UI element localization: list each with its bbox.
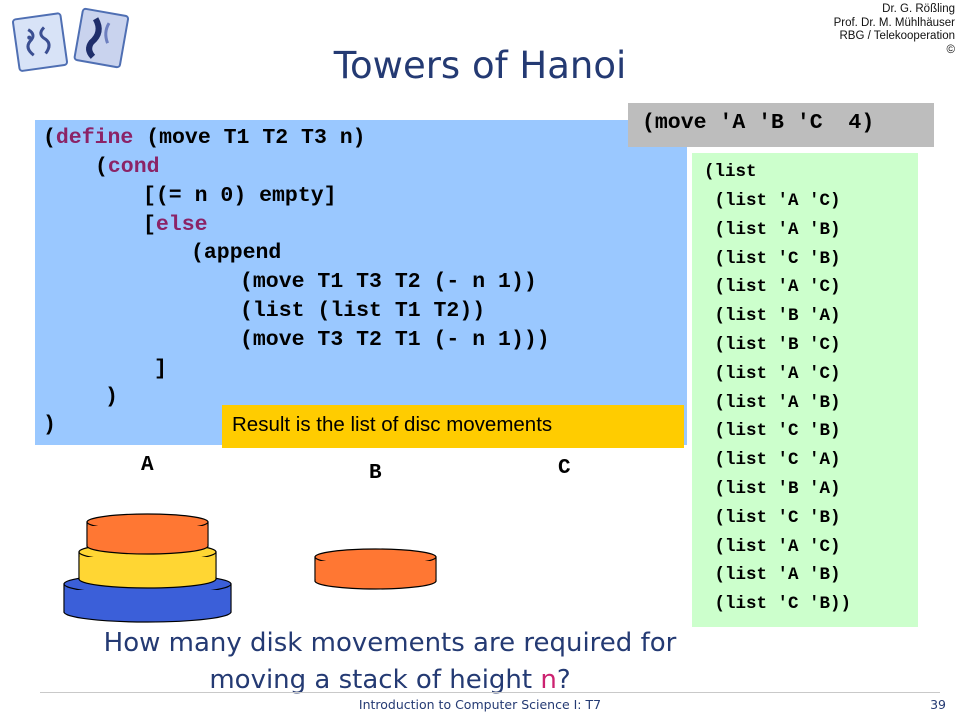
keyword-else: else bbox=[155, 213, 208, 237]
footer-course: Introduction to Computer Science I: T7 bbox=[358, 697, 602, 712]
peg-label-c: C bbox=[558, 457, 571, 480]
code-line-3: [(= n 0) empty] bbox=[143, 184, 337, 208]
result-line: (list 'A 'C) bbox=[704, 277, 841, 297]
code-line-2: (cond bbox=[95, 155, 160, 179]
result-line: (list 'A 'B) bbox=[704, 393, 841, 413]
author-1: Dr. G. Rößling bbox=[882, 3, 955, 15]
result-line: (list 'C 'B) bbox=[704, 421, 841, 441]
peg-label-a: A bbox=[141, 454, 154, 477]
code-listing: (define (move T1 T2 T3 n) (cond [(= n 0)… bbox=[35, 120, 687, 445]
result-line: (list 'C 'B) bbox=[704, 249, 841, 269]
result-note-text: Result is the list of disc movements bbox=[232, 413, 553, 436]
code-line-7: (list (list T1 T2)) bbox=[240, 299, 486, 323]
copyright: © bbox=[946, 43, 955, 56]
code-line-9: ] bbox=[154, 357, 167, 381]
code-line-4: [else bbox=[143, 213, 208, 237]
result-line: (list 'A 'C) bbox=[704, 537, 841, 557]
result-line: (list 'A 'B) bbox=[704, 565, 841, 585]
result-list-box: (list (list 'A 'C) (list 'A 'B) (list 'C… bbox=[692, 153, 918, 627]
code-line-5: (append bbox=[191, 241, 282, 265]
page-number: 39 bbox=[930, 697, 946, 712]
peg-label-b: B bbox=[369, 462, 382, 485]
disc-small-b bbox=[314, 548, 437, 590]
question-line-2: moving a stack of height n? bbox=[209, 665, 571, 695]
result-line: (list bbox=[704, 162, 757, 182]
function-call-text: (move 'A 'B 'C 4) bbox=[642, 111, 875, 135]
question-line-1: How many disk movements are required for bbox=[103, 628, 677, 658]
keyword-cond: cond bbox=[107, 155, 160, 179]
result-line: (list 'C 'B) bbox=[704, 508, 841, 528]
result-line: (list 'C 'A) bbox=[704, 450, 841, 470]
result-line: (list 'A 'C) bbox=[704, 364, 841, 384]
code-line-6: (move T1 T3 T2 (- n 1)) bbox=[240, 270, 537, 294]
result-line: (list 'A 'B) bbox=[704, 220, 841, 240]
result-line: (list 'B 'C) bbox=[704, 335, 841, 355]
result-line: (list 'C 'B)) bbox=[704, 594, 852, 614]
disc-small-a bbox=[86, 513, 209, 555]
result-line: (list 'B 'A) bbox=[704, 479, 841, 499]
slide-title: Towers of Hanoi bbox=[333, 44, 627, 87]
result-line: (list 'B 'A) bbox=[704, 306, 841, 326]
result-note: Result is the list of disc movements bbox=[222, 405, 684, 448]
variable-n: n bbox=[540, 665, 557, 695]
function-call-box: (move 'A 'B 'C 4) bbox=[628, 103, 934, 147]
code-line-10: ) bbox=[105, 385, 118, 409]
university-logo bbox=[6, 6, 136, 74]
keyword-define: define bbox=[55, 126, 134, 150]
author-2: Prof. Dr. M. Mühlhäuser bbox=[833, 16, 955, 29]
footer-divider bbox=[40, 692, 940, 693]
question-text: How many disk movements are required for… bbox=[40, 625, 740, 699]
code-line-11: ) bbox=[43, 413, 56, 437]
department: RBG / Telekooperation bbox=[839, 30, 956, 42]
result-line: (list 'A 'C) bbox=[704, 191, 841, 211]
code-line-1: (define (move T1 T2 T3 n) bbox=[43, 126, 366, 150]
code-line-8: (move T3 T2 T1 (- n 1))) bbox=[240, 328, 550, 352]
author-block: Dr. G. Rößling Prof. Dr. M. Mühlhäuser R… bbox=[834, 3, 955, 57]
